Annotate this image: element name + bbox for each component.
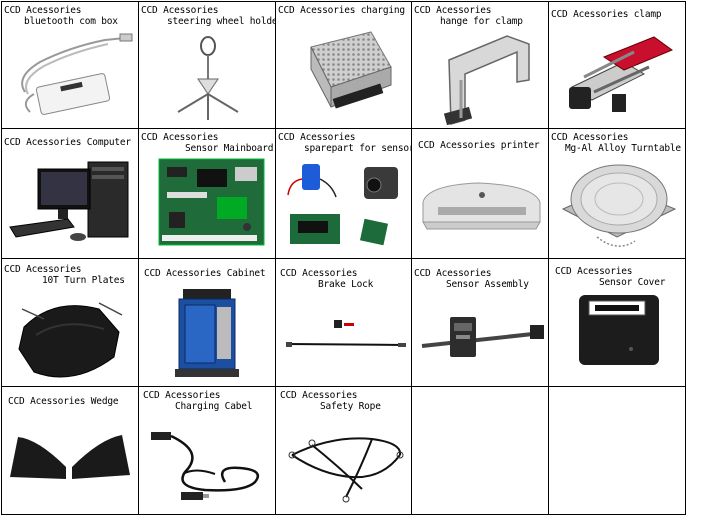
bluetooth-box-icon: [21, 33, 133, 115]
product-caption: CCD Acessories Brake Lock: [280, 268, 373, 290]
computer-icon: [9, 161, 129, 241]
caption-line1: CCD Acessories: [278, 132, 356, 143]
caption-line1: CCD Acessories clamp: [551, 9, 662, 20]
caption-line1: CCD Acessories Computer: [4, 137, 131, 148]
caption-line1: CCD Acessories: [414, 5, 492, 16]
caption-line2: 10T Turn Plates: [42, 275, 125, 286]
product-cell-charging-cable: CCD Acessories Charging Cabel: [138, 386, 276, 515]
caption-line1: CCD Acessories: [143, 390, 221, 401]
product-cell-brake-lock: CCD Acessories Brake Lock: [275, 258, 412, 387]
cabinet-icon: [175, 289, 239, 377]
caption-line2: bluetooth com box: [24, 16, 118, 27]
product-caption: CCD Acessories bluetooth com box: [4, 5, 118, 27]
caption-line2: Mg-Al Alloy Turntable: [565, 143, 681, 154]
product-cell-clamp-hanger: CCD Acessories hange for clamp: [411, 1, 549, 129]
caption-line2: Sensor Mainboard: [185, 143, 274, 154]
caption-line2: hange for clamp: [440, 16, 523, 27]
brake-lock-icon: [286, 320, 406, 347]
safety-rope-icon: [288, 437, 404, 503]
product-cell-printer: CCD Acessories printer: [411, 128, 549, 259]
sensor-assembly-icon: [421, 317, 544, 357]
caption-line1: CCD Acessories: [280, 390, 358, 401]
product-caption: CCD Acessories clamp: [551, 9, 662, 20]
product-cell-empty: [411, 386, 549, 515]
caption-line1: CCD Acessories Wedge: [8, 396, 119, 407]
product-cell-sensor-cover: CCD Acessories Sensor Cover: [548, 258, 686, 387]
charger-icon: [310, 31, 392, 109]
sensor-cover-icon: [579, 295, 659, 365]
product-cell-empty: [548, 386, 686, 515]
caption-line1: CCD Acessories Cabinet: [144, 268, 266, 279]
clamp-hanger-icon: [443, 35, 530, 126]
product-caption: CCD Acessories Sensor Cover: [555, 266, 665, 288]
product-caption: CCD Acessories charging: [278, 5, 405, 16]
product-caption: CCD Acessories 10T Turn Plates: [4, 264, 125, 286]
caption-line1: CCD Acessories: [4, 5, 82, 16]
caption-line2: Charging Cabel: [175, 401, 253, 412]
product-caption: CCD Acessories printer: [418, 140, 540, 151]
product-caption: CCD Acessories steering wheel holder: [141, 5, 276, 27]
caption-line1: CCD Acessories: [555, 266, 633, 277]
product-caption: CCD Acessories Charging Cabel: [143, 390, 252, 412]
sensor-sparepart-icon: [287, 164, 398, 246]
product-cell-sensor-sparepart: CCD Acessories sparepart for sensor: [275, 128, 412, 259]
product-caption: CCD Acessories sparepart for sensor: [278, 132, 412, 154]
caption-line2: steering wheel holder: [167, 16, 276, 27]
product-cell-bluetooth-box: CCD Acessories bluetooth com box: [1, 1, 139, 129]
product-caption: CCD Acessories Sensor Mainboard: [141, 132, 274, 154]
caption-line1: CCD Acessories: [4, 264, 82, 275]
product-caption: CCD Acessories Mg-Al Alloy Turntable: [551, 132, 681, 154]
product-caption: CCD Acessories Cabinet: [144, 268, 266, 279]
caption-line1: CCD Acessories: [280, 268, 358, 279]
wedge-icon: [10, 435, 130, 479]
product-cell-cabinet: CCD Acessories Cabinet: [138, 258, 276, 387]
caption-line2: Brake Lock: [318, 279, 374, 290]
product-cell-steering-holder: CCD Acessories steering wheel holder: [138, 1, 276, 129]
product-cell-clamp: CCD Acessories clamp: [548, 1, 686, 129]
product-cell-charger: CCD Acessories charging: [275, 1, 412, 129]
caption-line1: CCD Acessories: [141, 132, 219, 143]
product-caption: CCD Acessories Safety Rope: [280, 390, 381, 412]
caption-line2: sparepart for sensor: [304, 143, 412, 154]
product-cell-wedge: CCD Acessories Wedge: [1, 386, 139, 515]
caption-line2: Safety Rope: [320, 401, 381, 412]
caption-line2: Sensor Cover: [599, 277, 666, 288]
clamp-icon: [569, 36, 674, 112]
steering-holder-icon: [177, 36, 239, 120]
product-caption: CCD Acessories hange for clamp: [414, 5, 523, 27]
caption-line1: CCD Acessories: [551, 132, 629, 143]
product-cell-computer: CCD Acessories Computer: [1, 128, 139, 259]
caption-line2: Sensor Assembly: [446, 279, 529, 290]
printer-icon: [422, 182, 541, 230]
product-cell-turntable: CCD Acessories Mg-Al Alloy Turntable: [548, 128, 686, 259]
product-cell-safety-rope: CCD Acessories Safety Rope: [275, 386, 412, 515]
product-caption: CCD Acessories Wedge: [8, 396, 119, 407]
caption-line1: CCD Acessories: [141, 5, 219, 16]
product-caption: CCD Acessories Sensor Assembly: [414, 268, 529, 290]
caption-line1: CCD Acessories charging: [278, 5, 405, 16]
turntable-icon: [561, 164, 677, 247]
product-caption: CCD Acessories Computer: [4, 137, 131, 148]
caption-line1: CCD Acessories: [414, 268, 492, 279]
product-cell-mainboard: CCD Acessories Sensor Mainboard: [138, 128, 276, 259]
product-cell-sensor-assembly: CCD Acessories Sensor Assembly: [411, 258, 549, 387]
mainboard-icon: [158, 158, 265, 246]
product-cell-turn-plate: CCD Acessories 10T Turn Plates: [1, 258, 139, 387]
turn-plate-icon: [18, 302, 123, 378]
caption-line1: CCD Acessories printer: [418, 140, 540, 151]
charging-cable-icon: [151, 432, 260, 500]
